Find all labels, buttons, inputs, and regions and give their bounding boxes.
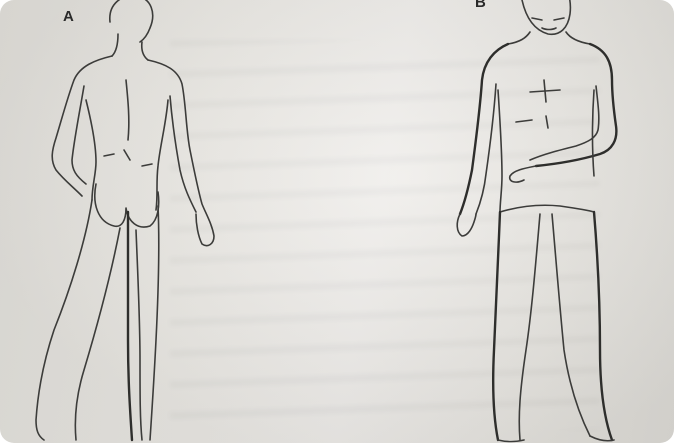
figure-a-left-leg-outer: [36, 200, 92, 440]
figure-a-inner-leg-line: [128, 212, 132, 440]
figure-b-right-hand: [510, 166, 536, 182]
figure-b-right-leg-outer: [594, 212, 612, 440]
figure-a-right-leg-inner: [136, 230, 142, 440]
figure-a-lumbar-mark-right: [142, 164, 152, 166]
figure-a-left-arm: [52, 56, 112, 196]
figure-b-cross-horizontal: [530, 90, 560, 92]
figure-b-front-view: [457, 0, 616, 442]
figure-b-abdomen-mark-right: [546, 116, 548, 128]
figure-a-left-arm-inner: [72, 86, 86, 184]
figure-b-torso-right: [593, 90, 595, 176]
figure-a-right-arm-inner: [170, 96, 196, 212]
figure-a-lumbar-mark-center: [124, 150, 130, 160]
figure-a-right-leg-outer: [150, 206, 159, 440]
figure-b-pelvis: [500, 205, 594, 212]
figure-b-left-leg-outer: [493, 212, 500, 440]
figure-a-head: [110, 0, 153, 42]
figure-b-right-arm-inner: [530, 86, 599, 160]
figure-b-torso-left: [498, 90, 502, 212]
figure-b-left-leg-inner: [519, 214, 540, 440]
figure-a-neck: [112, 34, 148, 60]
figure-a-spine: [126, 80, 129, 140]
figure-a-buttocks: [95, 184, 159, 227]
figure-b-left-hand: [457, 214, 476, 236]
figure-a-torso-left: [86, 100, 96, 200]
figure-a-lumbar-mark-left: [104, 154, 114, 156]
figure-a-back-view: [36, 0, 214, 440]
figure-b-right-arm-outer: [536, 44, 616, 166]
figure-b-feet: [498, 436, 614, 442]
figure-b-right-leg-inner: [552, 214, 590, 436]
figure-b-abdomen-mark-left: [516, 120, 532, 122]
figure-a-left-leg-inner: [75, 228, 120, 440]
